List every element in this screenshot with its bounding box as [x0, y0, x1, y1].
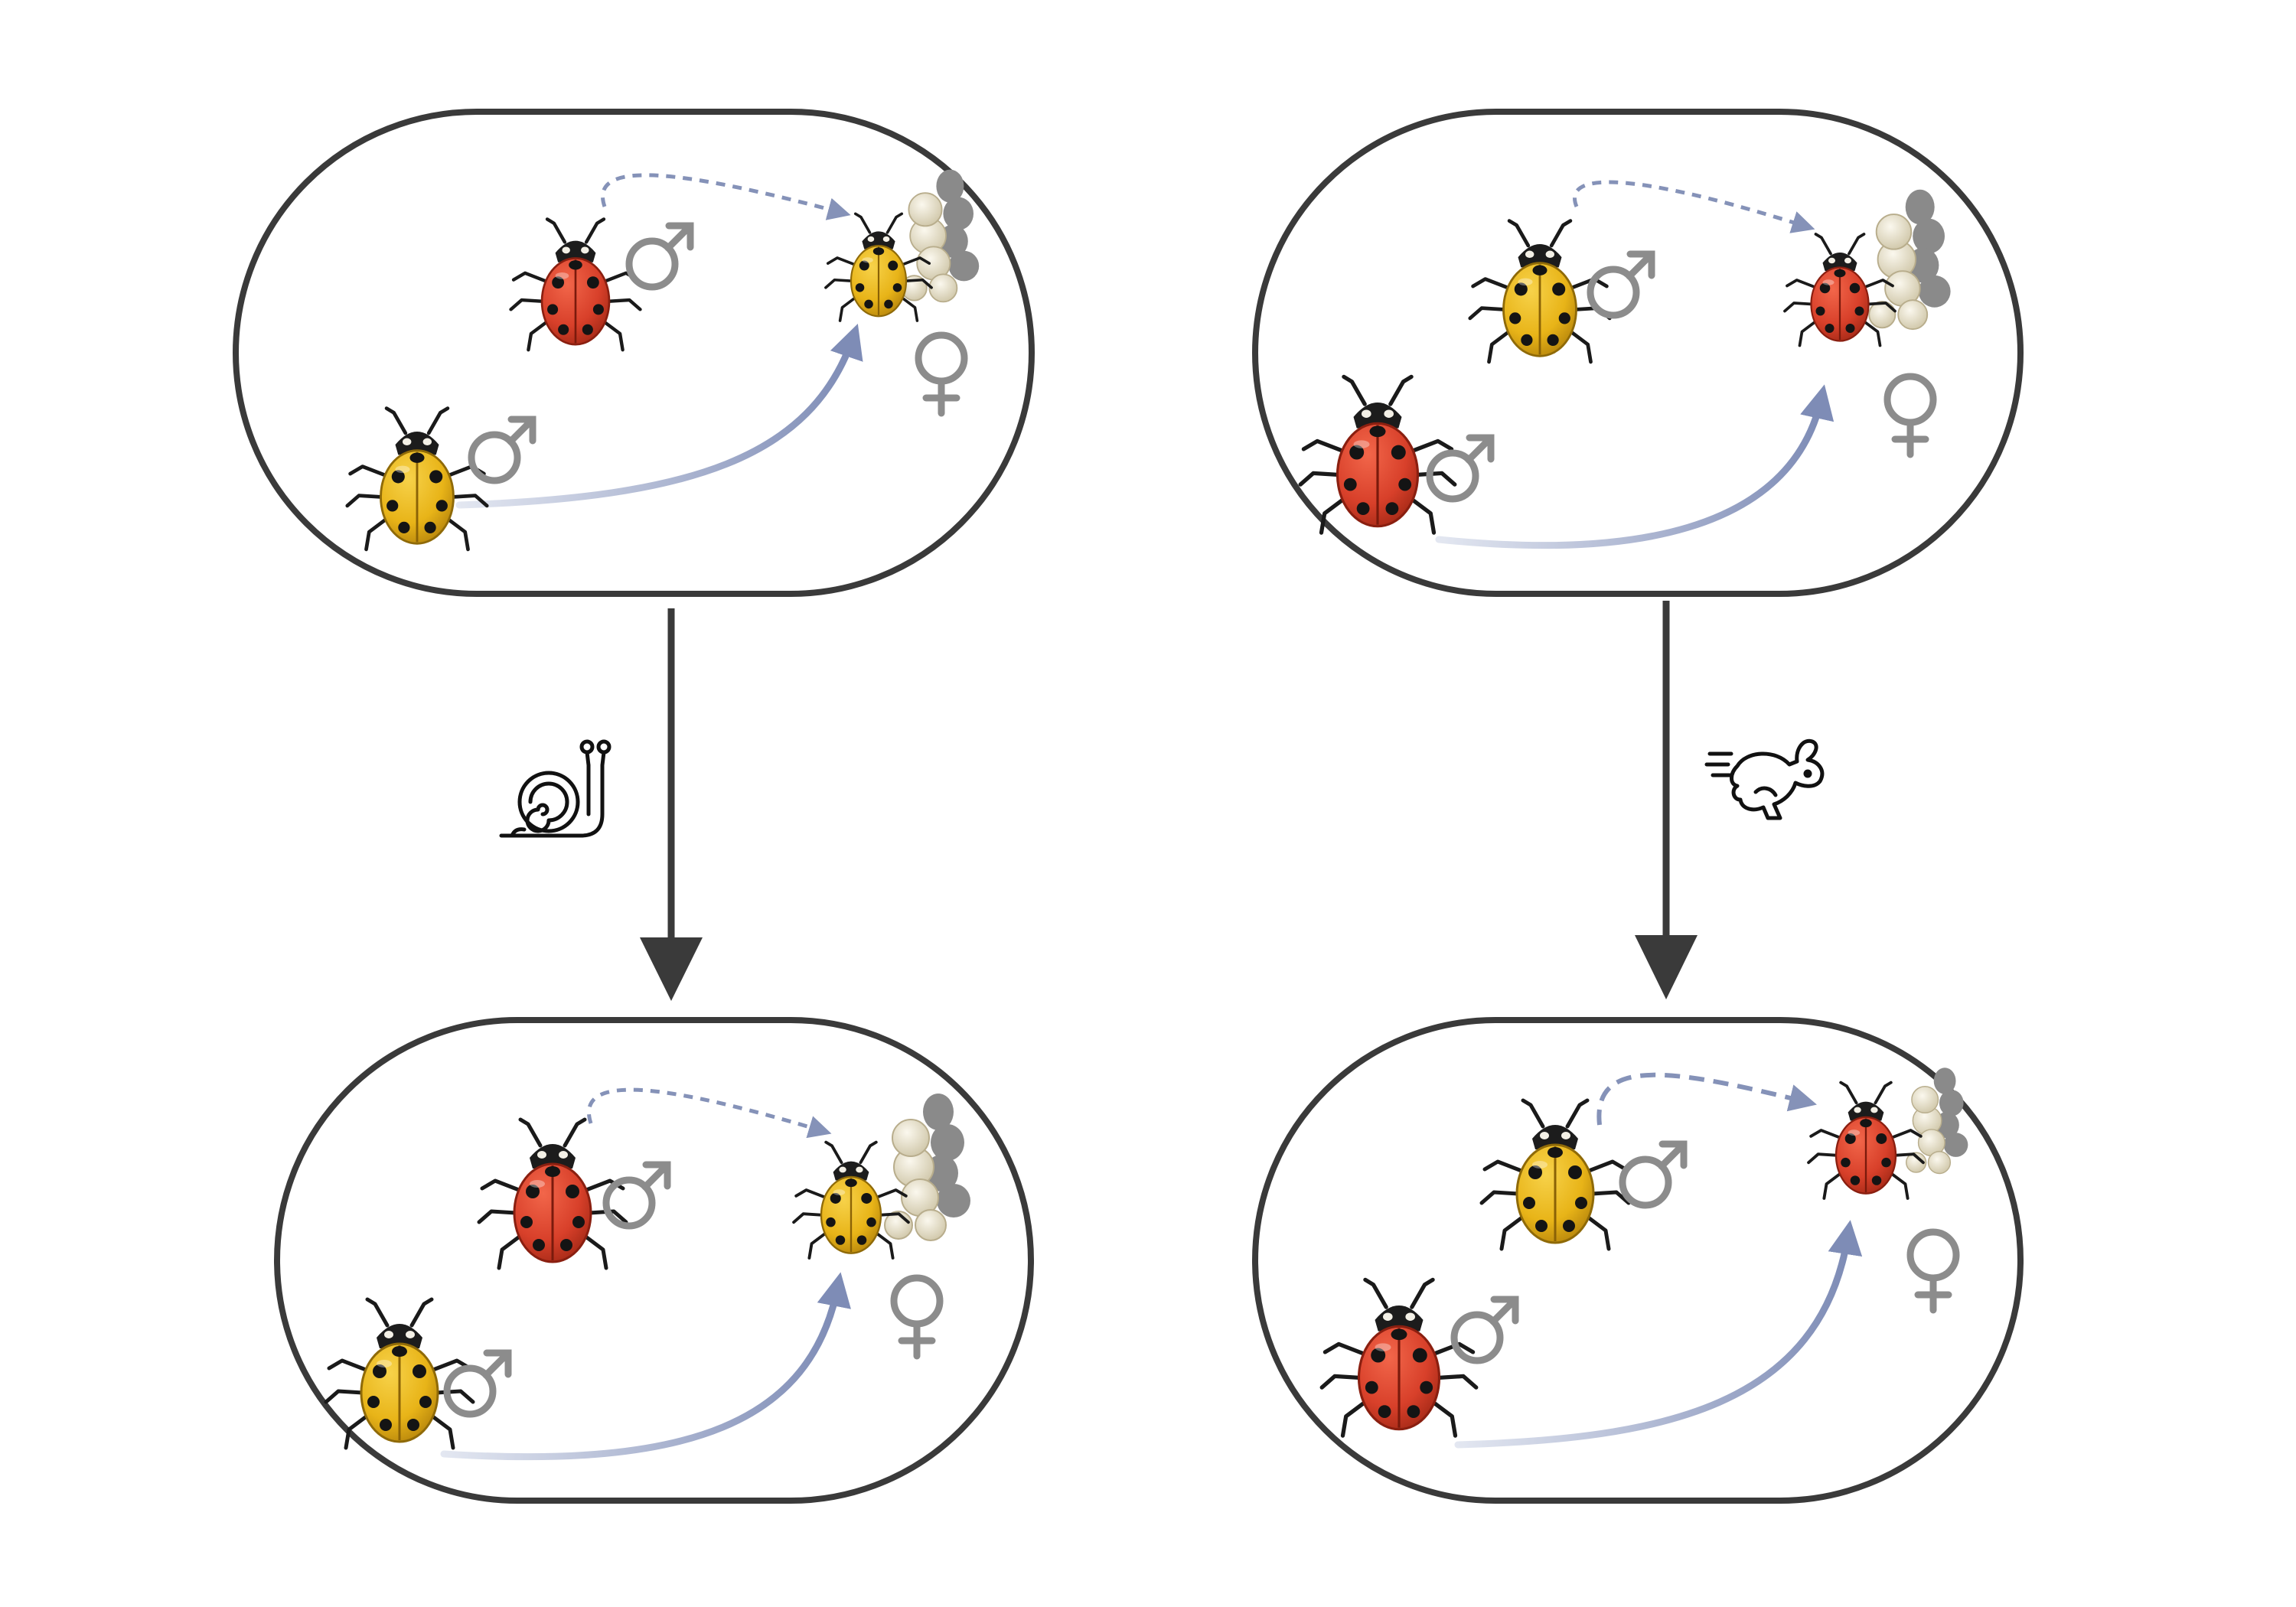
female-symbol [1910, 1232, 1956, 1310]
male-symbol [1454, 1299, 1515, 1361]
running-rabbit-icon [1704, 738, 1825, 820]
male-symbol [629, 226, 690, 287]
transition-arrow-right [1635, 601, 1698, 999]
transition-arrow-left [640, 608, 703, 1001]
male-red-ladybird [1300, 376, 1455, 533]
panel-top-right [1252, 109, 2024, 597]
female-red-ladybird [1785, 234, 1895, 346]
female-red-ladybird [1808, 1083, 1923, 1198]
male-red-ladybird [479, 1120, 626, 1268]
panel-bottom-left [274, 1017, 1034, 1504]
male-yellow-ladybird [347, 409, 487, 549]
female-symbol [894, 1278, 940, 1356]
female-yellow-ladybird [794, 1143, 908, 1258]
female-symbol [918, 335, 964, 413]
panel-top-left [233, 109, 1035, 597]
male-symbol [1430, 438, 1491, 499]
male-symbol [1623, 1144, 1684, 1205]
male-red-ladybird [1322, 1279, 1476, 1436]
snail-icon [499, 739, 612, 838]
male-yellow-ladybird [1482, 1100, 1629, 1249]
egg-cluster [1868, 188, 1952, 331]
male-symbol [606, 1165, 667, 1226]
egg-cluster [884, 1093, 971, 1241]
female-symbol [1887, 376, 1933, 455]
male-red-ladybird [511, 219, 641, 350]
male-symbol [1590, 254, 1652, 315]
panel-bottom-right [1252, 1017, 2024, 1504]
